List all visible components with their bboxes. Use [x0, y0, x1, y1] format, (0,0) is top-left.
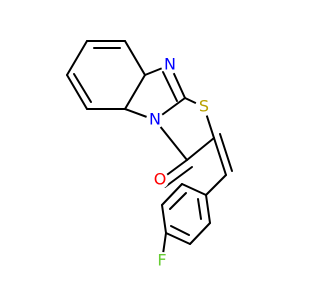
bond	[165, 232, 191, 245]
bond	[205, 194, 211, 224]
structure-canvas: N N S O F	[66, 40, 233, 270]
atom-label-n-ring: N	[149, 110, 161, 129]
bond	[73, 73, 92, 103]
atom-S: S	[195, 97, 213, 116]
bond	[186, 137, 215, 161]
bond	[205, 174, 227, 196]
atom-label-n-imine: N	[164, 55, 176, 74]
atom-label-s: S	[199, 97, 209, 116]
bond	[66, 74, 88, 110]
bond	[161, 204, 167, 234]
bond	[169, 192, 187, 210]
bond-layer	[66, 40, 233, 262]
atom-N-imine: N	[161, 55, 179, 74]
bond	[189, 222, 211, 245]
bond	[124, 74, 146, 110]
bond	[219, 133, 233, 172]
atom-label-o: O	[154, 170, 167, 189]
bond	[164, 166, 193, 188]
atom-F: F	[153, 251, 171, 270]
bond	[170, 225, 190, 236]
bond	[213, 137, 227, 176]
bond	[66, 40, 88, 76]
bond	[181, 183, 207, 196]
atom-O: O	[151, 170, 169, 189]
atom-label-f: F	[157, 251, 166, 270]
bond	[161, 183, 183, 206]
bond	[197, 198, 202, 220]
bond	[162, 71, 178, 102]
atom-label-layer: N N S O F	[146, 55, 213, 270]
atom-N-ring: N	[146, 110, 164, 129]
bond	[124, 40, 146, 76]
